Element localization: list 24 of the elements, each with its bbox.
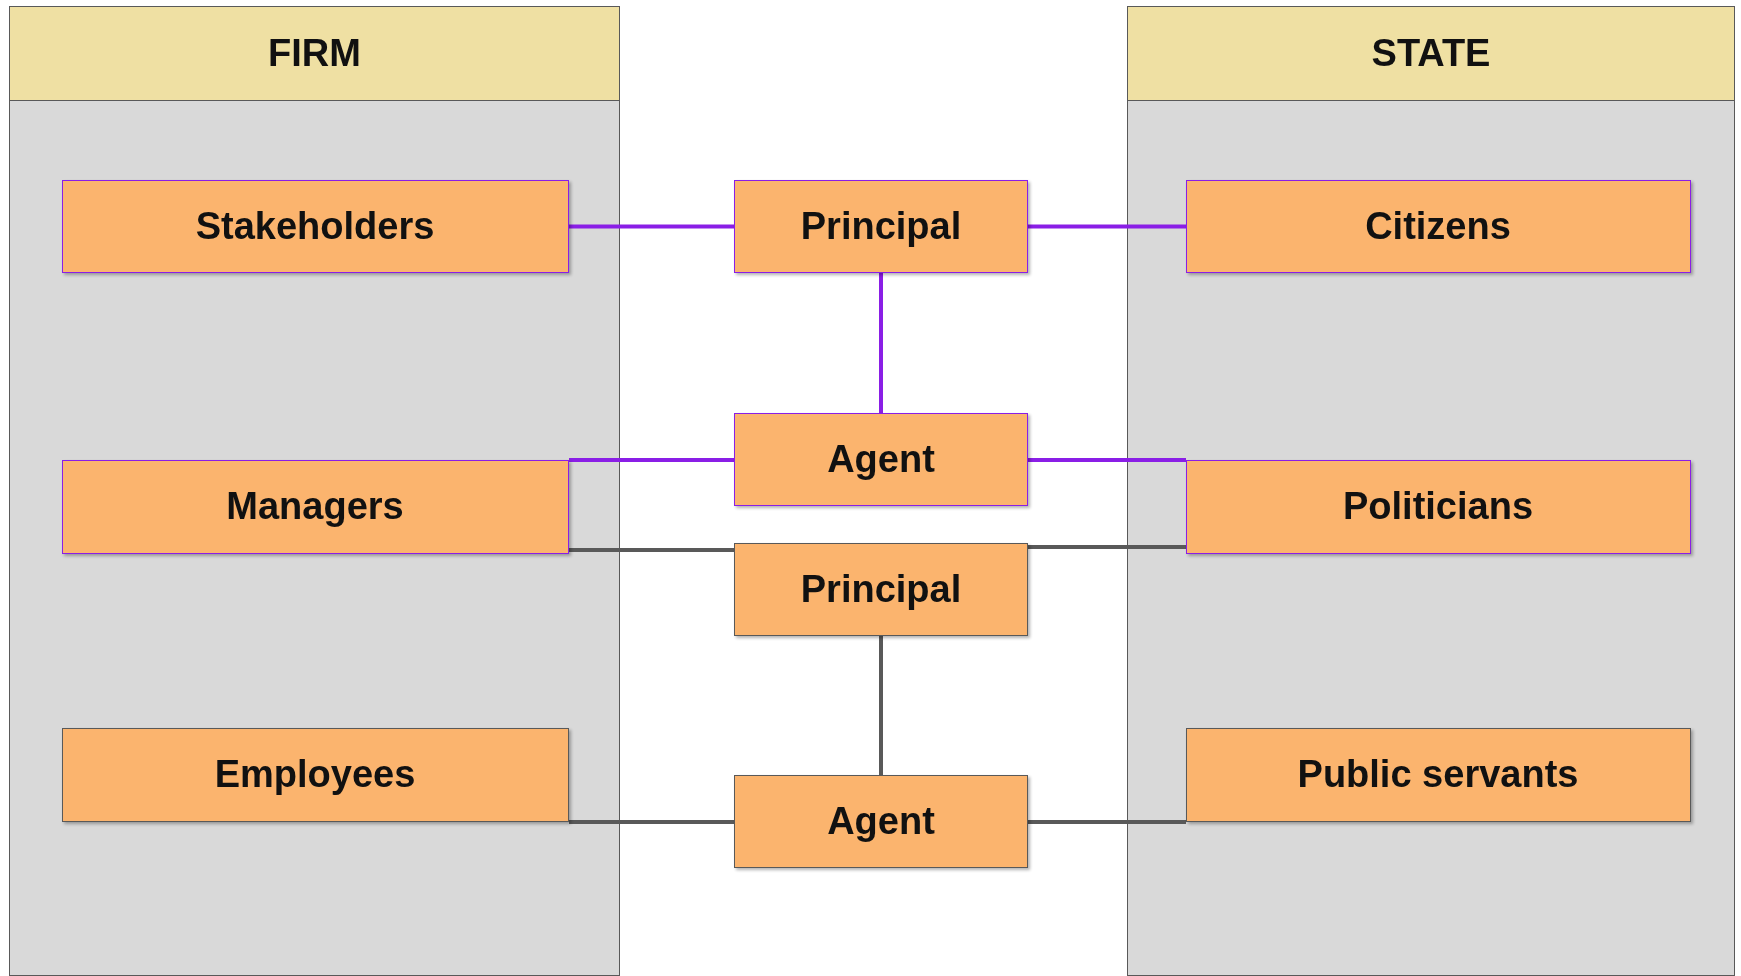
role-box: Public servants <box>1185 727 1691 822</box>
column-panel <box>9 6 620 976</box>
role-box: Employees <box>61 727 569 822</box>
connector-line <box>1028 820 1186 824</box>
connector-line <box>879 273 883 413</box>
connector-line <box>569 458 734 462</box>
role-box: Principal <box>734 180 1028 273</box>
column-panel <box>1127 6 1735 976</box>
role-box: Politicians <box>1185 459 1691 554</box>
role-box: Stakeholders <box>61 179 569 273</box>
role-box: Agent <box>734 413 1028 506</box>
connector-line <box>1028 224 1186 229</box>
role-box: Principal <box>734 543 1028 636</box>
role-box: Managers <box>61 459 569 554</box>
connector-line <box>1028 458 1186 462</box>
role-box: Agent <box>734 775 1028 868</box>
connector-line <box>569 548 734 552</box>
connector-line <box>569 224 734 229</box>
role-box: Citizens <box>1185 179 1691 273</box>
connector-line <box>569 820 734 824</box>
connector-line <box>1028 545 1186 549</box>
column-heading: STATE <box>1128 7 1734 101</box>
connector-line <box>879 636 883 775</box>
column-heading: FIRM <box>10 7 619 101</box>
